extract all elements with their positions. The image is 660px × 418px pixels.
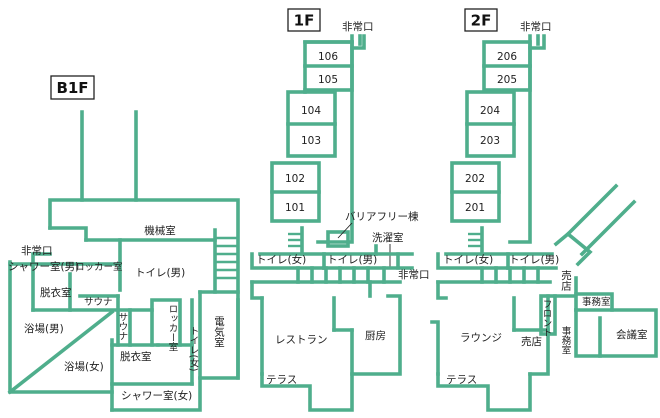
b1f-emergency-exit: 非常口 — [21, 244, 53, 257]
1f-label-box — [287, 8, 321, 32]
b1f-machine-room: 機械室 — [144, 224, 176, 237]
b1f-label: B1F — [56, 79, 88, 97]
2f-room-202: 202 — [465, 173, 485, 185]
1f-emergency-exit-top: 非常口 — [342, 20, 374, 33]
2f-room-203: 203 — [480, 135, 500, 147]
1f-label: 1F — [294, 12, 315, 30]
2f-emergency-exit-top: 非常口 — [520, 20, 552, 33]
2f-shop: 売店 — [521, 335, 542, 348]
b1f-locker-2: ロッカー室 — [167, 304, 179, 352]
2f-conference: 会議室 — [616, 328, 648, 341]
b1f-floor: B1F — [7, 75, 240, 412]
2f-room-201: 201 — [465, 202, 485, 214]
b1f-bath-m: 浴場(男) — [24, 322, 64, 335]
1f-room-105: 105 — [318, 74, 338, 86]
1f-toilet-m: トイレ(男) — [327, 254, 377, 266]
1f-floor: 1F 非常口 — [250, 8, 430, 412]
b1f-bath-f: 浴場(女) — [64, 360, 104, 373]
2f-office-1: 事務室 — [582, 296, 611, 308]
2f-room-204: 204 — [480, 105, 500, 117]
b1f-walls — [7, 110, 240, 412]
1f-laundry: 洗濯室 — [372, 231, 404, 244]
2f-room-205: 205 — [497, 74, 517, 86]
2f-label: 2F — [471, 12, 492, 30]
1f-room-106: 106 — [318, 51, 338, 63]
b1f-dressing-2: 脱衣室 — [120, 350, 152, 363]
b1f-shower-f: シャワー室(女) — [121, 389, 192, 402]
2f-toilet-m: トイレ(男) — [509, 254, 559, 266]
1f-room-101: 101 — [285, 202, 305, 214]
b1f-electric-room: 電気室 — [213, 316, 225, 348]
1f-room-104: 104 — [301, 105, 321, 117]
1f-room-103: 103 — [301, 135, 321, 147]
2f-lounge: ラウンジ — [460, 332, 502, 344]
2f-front: フロント — [541, 299, 552, 337]
1f-kitchen: 厨房 — [365, 329, 386, 342]
2f-floor: 2F 非常口 — [430, 8, 658, 412]
1f-walls — [250, 34, 414, 412]
1f-emergency-exit-side: 非常口 — [398, 268, 430, 281]
b1f-locker: ロッカー室 — [75, 261, 123, 273]
1f-barrier-free: バリアフリー棟 — [345, 210, 419, 223]
1f-terrace: テラス — [266, 374, 297, 386]
b1f-sauna-2: サウナ — [117, 312, 129, 341]
2f-terrace: テラス — [446, 374, 477, 386]
1f-toilet-f: トイレ(女) — [256, 253, 306, 266]
2f-room-206: 206 — [497, 51, 517, 63]
b1f-dressing-1: 脱衣室 — [40, 286, 72, 299]
b1f-sauna-1: サウナ — [84, 297, 113, 308]
b1f-shower-m: シャワー室(男) — [8, 260, 79, 273]
b1f-toilet-m: トイレ(男) — [135, 267, 185, 279]
2f-toilet-f: トイレ(女) — [443, 253, 493, 266]
2f-office-2: 事務室 — [560, 325, 572, 354]
b1f-label-box — [50, 75, 95, 100]
2f-label-box — [464, 8, 498, 32]
2f-walls — [430, 34, 658, 412]
2f-shop-top: 売店 — [560, 269, 572, 292]
1f-restaurant: レストラン — [275, 334, 328, 346]
1f-room-102: 102 — [285, 173, 305, 185]
b1f-toilet-f: トイレ(女) — [188, 326, 200, 371]
